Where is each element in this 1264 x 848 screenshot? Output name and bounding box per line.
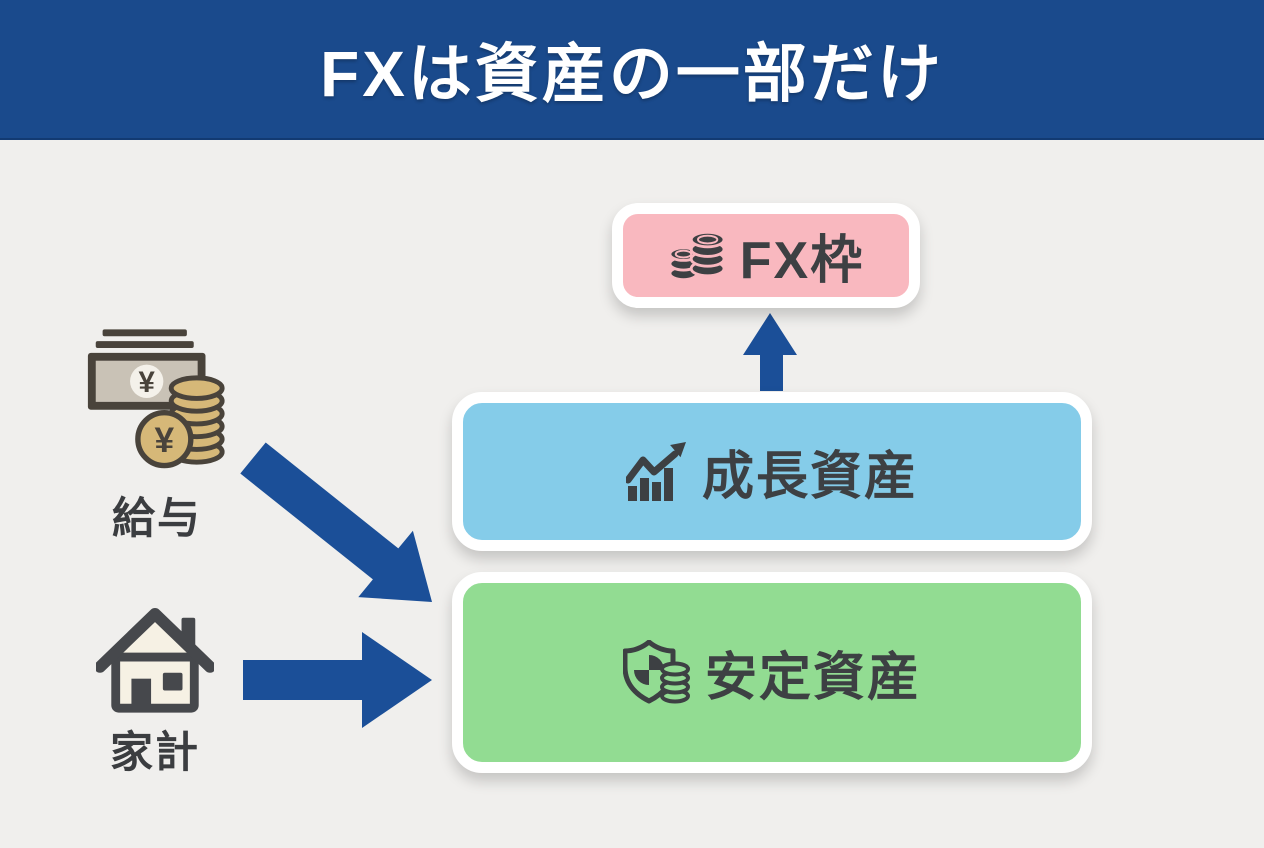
- household-label: 家計: [110, 729, 200, 777]
- growth-chart-icon: [625, 441, 686, 501]
- salary-label: 給与: [112, 495, 202, 543]
- stable-assets-box: 安定資産: [452, 572, 1092, 773]
- arrow-household-to-stable: [243, 632, 432, 728]
- banknote-coins-icon: ¥ ¥: [87, 329, 225, 469]
- arrow-salary-to-assets: [240, 442, 432, 602]
- fx-box-label: FX枠: [739, 232, 865, 290]
- header-banner: FXは資産の一部だけ: [0, 0, 1264, 140]
- shield-coins-icon: [622, 639, 690, 703]
- house-icon: [96, 607, 214, 713]
- coin-stacks-icon: [668, 230, 726, 281]
- growth-assets-box: 成長資産: [452, 392, 1092, 551]
- growth-assets-label: 成長資産: [701, 448, 918, 506]
- yen-glyph: ¥: [139, 366, 156, 399]
- arrow-growth-to-fx: [743, 313, 797, 391]
- page-title: FXは資産の一部だけ: [320, 38, 944, 110]
- stable-assets-label: 安定資産: [704, 649, 921, 707]
- fx-box: FX枠: [612, 203, 920, 308]
- yen-glyph: ¥: [155, 421, 175, 460]
